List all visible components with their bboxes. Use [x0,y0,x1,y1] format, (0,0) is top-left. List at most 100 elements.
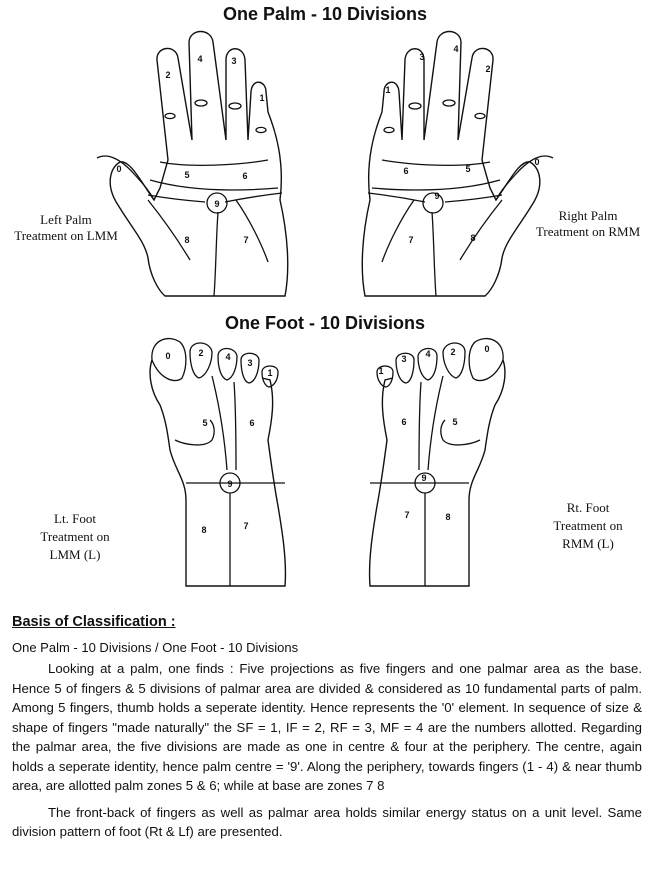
left-palm-num-2: 2 [165,70,170,80]
left-foot-num-7: 7 [243,521,248,531]
right-palm-crease-3 [383,126,395,134]
right-palm-number-labels: 0 1 2 3 4 5 6 7 8 9 [385,44,539,245]
left-foot-line-2 [233,381,237,471]
left-palm-num-6: 6 [242,171,247,181]
left-foot-num-4: 4 [225,352,230,362]
right-foot-num-7: 7 [404,510,409,520]
left-palm-crease-4 [164,112,176,120]
left-foot-num-5: 5 [202,418,207,428]
left-palm-label-line-1: Left Palm [40,212,92,227]
basis-paragraph-1: Looking at a palm, one finds : Five proj… [12,661,642,793]
left-palm-thumb-curve [96,155,155,201]
left-palm-label-line-2: Treatment on LMM [14,228,118,243]
left-foot-num-9: 9 [227,479,232,489]
right-palm-label-line-1: Right Palm [558,208,618,223]
basis-body: Looking at a palm, one finds : Five proj… [12,659,642,842]
right-foot-toe-3 [417,347,438,381]
right-foot-line-1 [427,375,444,471]
right-foot-label-line-3: RMM (L) [562,536,614,551]
left-foot-num-6: 6 [249,418,254,428]
left-palm-thenar-line [147,199,191,261]
right-foot-num-4: 4 [425,349,430,359]
right-palm-num-7: 7 [408,235,413,245]
right-foot-num-6: 6 [401,417,406,427]
right-palm-centre-circle [422,192,444,214]
right-palm-line-b [367,192,426,203]
left-foot-big-toe [151,337,187,382]
left-palm-num-5: 5 [184,170,189,180]
left-foot-label-line-2: Treatment on [40,529,110,544]
right-foot-toe-5 [376,365,394,388]
right-palm-label: Right Palm Treatment on RMM [528,208,648,240]
right-foot-label-line-1: Rt. Foot [566,500,610,515]
right-foot-num-5: 5 [452,417,457,427]
left-palm-line-c [235,199,269,263]
right-foot-label: Rt. Foot Treatment on RMM (L) [538,499,638,553]
right-foot-num-8: 8 [445,512,450,522]
left-foot-num-3: 3 [247,358,252,368]
left-foot-arch-curve [174,419,215,446]
right-palm-figure [361,30,554,297]
right-palm-num-3: 3 [419,52,424,62]
right-foot-label-line-2: Treatment on [553,518,623,533]
left-palm-line-a [147,194,206,203]
right-foot-arch-curve [440,419,481,446]
left-palm-head-line [149,179,279,191]
right-palm-num-2: 2 [485,64,490,74]
left-foot-number-labels: 0 1 2 3 4 5 6 7 8 9 [165,348,272,535]
right-foot-num-9: 9 [421,473,426,483]
right-foot-figure [368,337,506,587]
left-foot-num-8: 8 [201,525,206,535]
basis-subheading: One Palm - 10 Divisions / One Foot - 10 … [12,640,299,655]
left-foot-num-1: 1 [267,368,272,378]
right-foot-num-3: 3 [401,354,406,364]
left-foot-num-0: 0 [165,351,170,361]
right-palm-num-6: 6 [403,166,408,176]
left-foot-toe-5 [261,365,279,388]
right-palm-outline [361,30,541,297]
left-palm-num-4: 4 [197,54,202,64]
right-palm-crease-4 [474,112,486,120]
right-palm-thenar-line [459,199,503,261]
right-palm-num-1: 1 [385,85,390,95]
left-palm-crease-1 [194,99,208,107]
left-palm-crease-3 [255,126,267,134]
left-foot-label-line-3: LMM (L) [49,547,101,562]
left-foot-line-1 [211,375,228,471]
right-palm-num-8: 8 [470,233,475,243]
left-foot-label-line-1: Lt. Foot [54,511,96,526]
right-foot-centre-circle [414,472,436,494]
left-foot-label: Lt. Foot Treatment on LMM (L) [25,510,125,564]
left-palm-outline [109,30,289,297]
left-palm-num-1: 1 [259,93,264,103]
right-foot-big-toe [468,337,504,382]
left-palm-line-b [224,192,283,203]
right-foot-num-2: 2 [450,347,455,357]
left-palm-crease-2 [228,102,242,110]
right-foot-outline [368,359,506,587]
right-palm-num-0: 0 [534,157,539,167]
right-palm-label-line-2: Treatment on RMM [535,224,641,239]
right-palm-life-divider [431,211,437,297]
right-palm-crease-2 [408,102,422,110]
left-foot-centre-circle [219,472,241,494]
left-palm-num-7: 7 [243,235,248,245]
right-palm-line-c [381,199,415,263]
right-foot-num-1: 1 [378,366,383,376]
left-palm-heart-line [159,159,269,166]
left-palm-centre-circle [206,192,228,214]
left-palm-figure [96,30,289,297]
left-palm-life-divider [213,211,219,297]
right-palm-num-9: 9 [434,191,439,201]
palm-and-foot-diagram: 0 1 2 3 4 5 6 7 8 9 0 1 2 3 4 5 6 7 8 [96,30,554,587]
left-foot-num-2: 2 [198,348,203,358]
right-foot-toe-4 [395,352,415,384]
left-palm-num-3: 3 [231,56,236,66]
right-palm-num-4: 4 [453,44,458,54]
right-foot-num-0: 0 [484,344,489,354]
left-foot-figure [149,337,287,587]
left-foot-toe-2 [189,342,213,379]
right-foot-number-labels: 0 1 2 3 4 5 6 7 8 9 [378,344,489,522]
right-foot-toe-2 [442,342,466,379]
foot-section-title: One Foot - 10 Divisions [224,313,426,333]
